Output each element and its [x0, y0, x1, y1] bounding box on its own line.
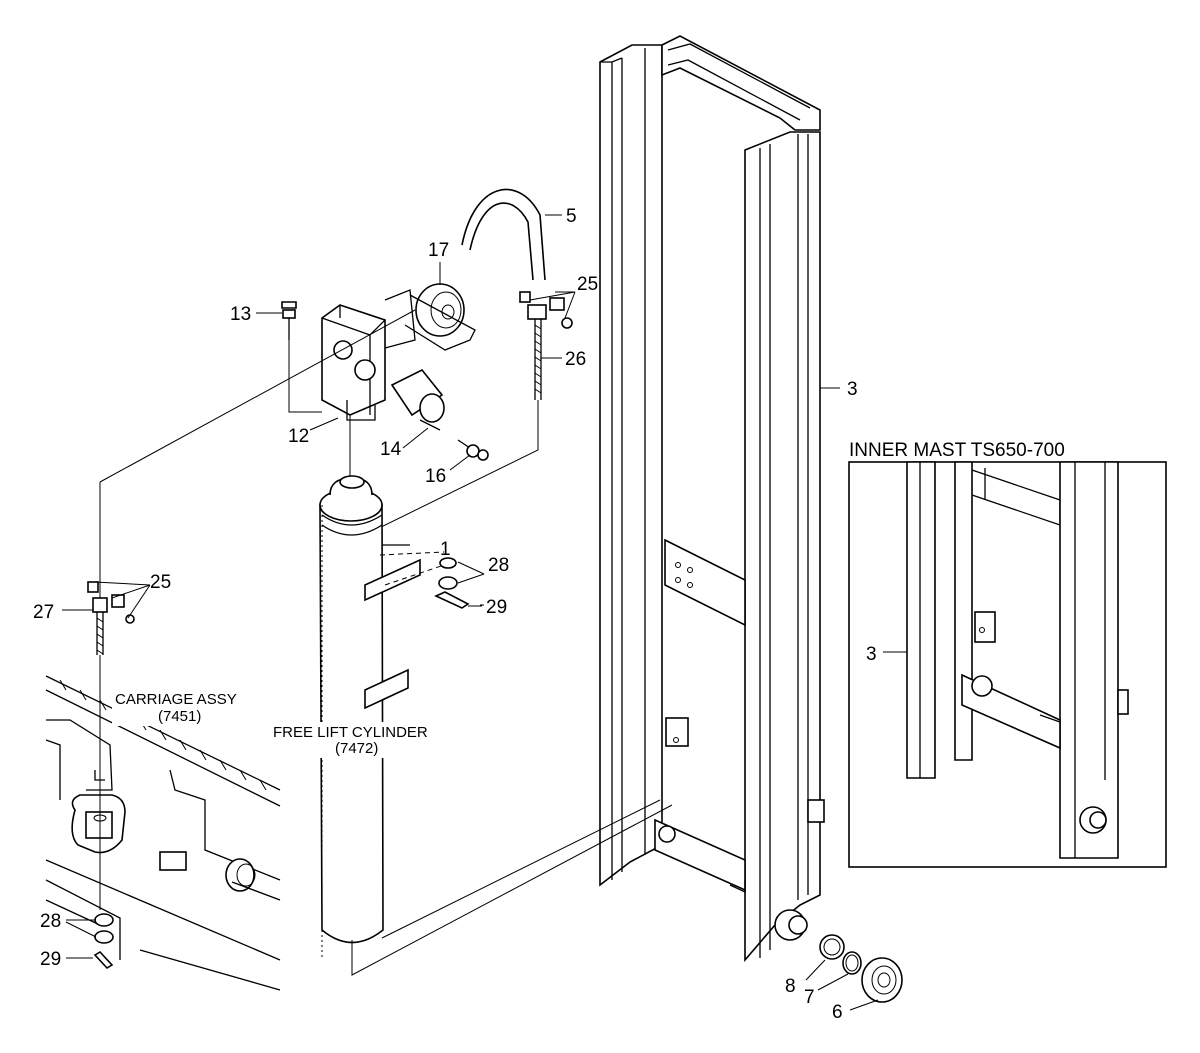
free-lift-cylinder-code: (7472) [335, 740, 378, 757]
leader-lines [62, 214, 907, 653]
callout-7: 7 [804, 987, 815, 1008]
free-lift-cylinder-label: FREE LIFT CYLINDER [273, 724, 428, 741]
callouts: 5 17 25 13 26 3 12 14 16 1 28 25 27 29 3… [33, 206, 877, 1023]
callout-28a: 28 [488, 555, 509, 576]
inner-mast-title: INNER MAST TS650-700 [849, 440, 1065, 461]
callout-8: 8 [785, 976, 796, 997]
callout-14: 14 [380, 439, 402, 460]
nuts-and-pin [434, 557, 485, 609]
callout-5: 5 [566, 206, 577, 227]
inner-mast [599, 35, 825, 963]
callout-29a: 29 [486, 597, 507, 618]
carriage-assy [45, 482, 281, 991]
captions: CARRIAGE ASSY (7451) FREE LIFT CYLINDER … [112, 440, 1065, 758]
callout-16: 16 [425, 466, 446, 487]
callout-12: 12 [288, 426, 309, 447]
callout-26: 26 [565, 349, 586, 370]
callout-28b: 28 [40, 911, 61, 932]
carriage-assy-code: (7451) [158, 708, 201, 725]
callout-3b: 3 [866, 644, 877, 665]
callout-17: 17 [428, 240, 449, 261]
callout-13: 13 [230, 304, 251, 325]
callout-25a: 25 [577, 274, 598, 295]
callout-29b: 29 [40, 949, 61, 970]
carriage-assy-label: CARRIAGE ASSY [115, 691, 237, 708]
chain-assembly [99, 188, 573, 531]
callout-3a: 3 [847, 379, 858, 400]
callout-27: 27 [33, 602, 54, 623]
callout-6: 6 [832, 1002, 843, 1023]
inner-mast-detail [848, 461, 1167, 868]
bearing-parts [805, 934, 903, 1011]
callout-1: 1 [440, 539, 451, 560]
callout-25b: 25 [150, 572, 171, 593]
